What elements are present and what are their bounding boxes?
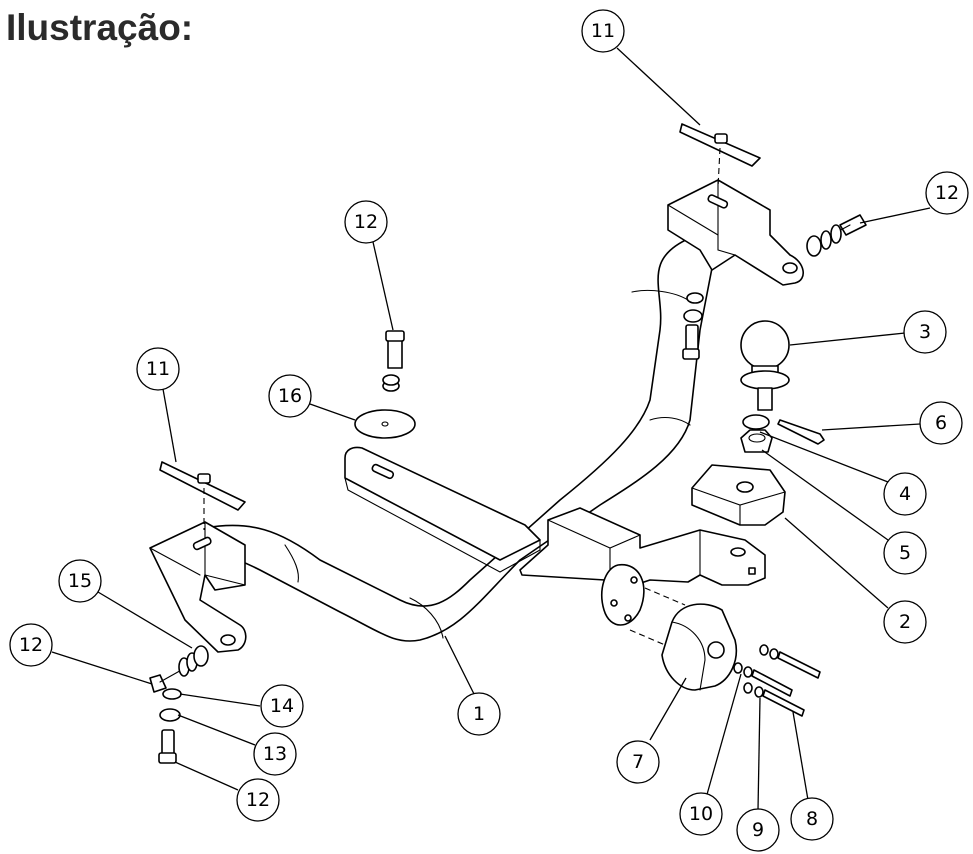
callout-6: 6 [919,401,963,445]
callout-7: 7 [616,740,660,784]
svg-text:14: 14 [270,695,294,717]
callout-2: 2 [883,600,927,644]
svg-text:8: 8 [806,808,818,830]
svg-text:15: 15 [68,570,92,592]
callout-8: 8 [790,797,834,841]
callout-11-top: 11 [581,9,625,53]
svg-text:16: 16 [278,385,302,407]
svg-text:4: 4 [899,483,911,505]
callout-4: 4 [883,472,927,516]
svg-text:2: 2 [899,611,911,633]
tow-ball [740,320,790,411]
callout-12-bottom: 12 [236,778,280,822]
callout-14: 14 [260,684,304,728]
ball-mount-block [691,464,786,526]
svg-text:6: 6 [935,412,947,434]
svg-text:12: 12 [246,789,270,811]
center-mounting-plate [344,446,541,573]
svg-text:11: 11 [146,358,170,380]
callout-12-left: 12 [9,623,53,667]
svg-text:13: 13 [263,743,287,765]
right-top-bracket [667,179,804,286]
svg-text:5: 5 [899,542,911,564]
ball-nut-washer [740,414,773,453]
vertical-bolt-right [682,292,704,360]
svg-text:3: 3 [919,321,931,343]
svg-text:7: 7 [632,751,644,773]
callout-13: 13 [253,732,297,776]
lower-left-vertical-bolt [158,688,182,764]
right-side-bolt-stack [806,214,867,257]
callout-12-mid: 12 [344,200,388,244]
svg-text:12: 12 [354,211,378,233]
flange-plate [601,564,686,649]
svg-text:12: 12 [19,634,43,656]
cotter-pin [777,419,825,445]
page-title: Ilustração: [6,7,194,48]
svg-text:9: 9 [752,819,764,841]
cushion-block [661,603,737,691]
callout-15: 15 [58,559,102,603]
callout-11-left: 11 [136,347,180,391]
top-clamp-plate [679,123,761,189]
callout-10: 10 [679,792,723,836]
left-clamp-plate [159,461,246,530]
callout-1: 1 [457,692,501,736]
center-bolt-stack [354,330,416,439]
screw-set [733,644,821,717]
svg-text:12: 12 [935,182,959,204]
callout-3: 3 [903,310,947,354]
callout-12-right: 12 [925,171,969,215]
callout-16: 16 [268,374,312,418]
leader-lines [51,47,931,811]
svg-text:11: 11 [591,20,615,42]
callout-9: 9 [736,808,780,852]
left-side-bracket [149,521,247,653]
left-side-bolt-stack [149,645,209,693]
callout-5: 5 [883,531,927,575]
svg-text:1: 1 [473,703,485,725]
svg-text:10: 10 [689,803,713,825]
